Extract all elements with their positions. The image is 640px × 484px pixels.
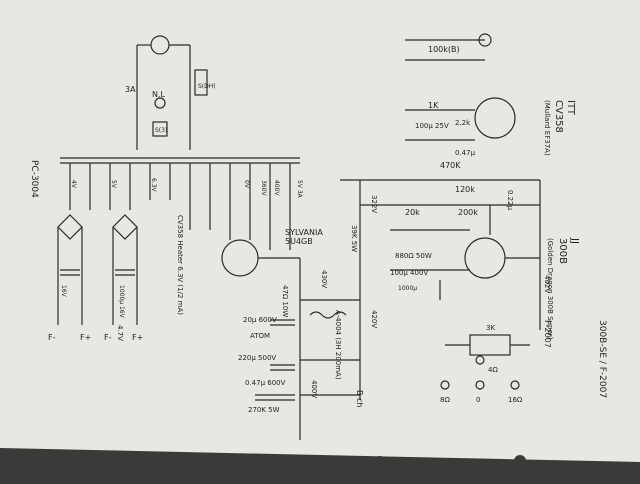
c1000u-label: 1000μ <box>398 285 417 292</box>
c1000-16-label: 1000μ 16V <box>118 285 125 319</box>
switch-label: S(DH) <box>198 83 216 90</box>
driver-tube-cv358-icon <box>474 97 516 139</box>
c047-label: 0.47μ <box>455 149 476 157</box>
v402-label: 402V <box>543 275 551 293</box>
r120k-label: 120k <box>455 185 475 194</box>
v1-name: ITT <box>565 100 576 116</box>
tap-5v3a: 5V 3A <box>296 180 303 199</box>
sp4-label: 4Ω <box>488 366 498 374</box>
v420-label: 420V <box>370 310 378 328</box>
v1-type: CV358 <box>553 100 564 133</box>
signature: 300B-SE / F-2007 <box>597 320 607 398</box>
switch2-label: S(3) <box>155 127 167 134</box>
sp8-label: 8Ω <box>440 396 450 404</box>
paper-title: PC-3004 <box>29 160 39 198</box>
f-plus-2: F+ <box>132 333 143 342</box>
terminal-icon <box>510 380 520 390</box>
f-minus-2: F- <box>104 333 112 342</box>
terminal-icon <box>440 380 450 390</box>
rect-tube-label: CV358 Heater 6.3V (1/2 mA) <box>176 215 184 315</box>
terminal-icon <box>475 380 485 390</box>
neon-label: N.L <box>152 90 166 99</box>
tap-400: 400V <box>273 180 280 196</box>
v322-label: 322V <box>370 195 378 213</box>
switch-icon <box>194 69 208 96</box>
v2-name: JJ <box>569 237 580 244</box>
v2-type: 300B <box>557 238 568 264</box>
tap-4v: 4V <box>70 180 77 189</box>
r47-label: 47Ω 10W <box>281 285 289 317</box>
c100u400-label: 100μ 400V <box>390 269 428 277</box>
tap-0: 0V <box>243 180 250 189</box>
c20u-label: 20μ 600V <box>243 316 277 324</box>
neon-lamp-icon <box>154 97 166 109</box>
v47-label: 4.7V <box>116 325 124 341</box>
terminal-icon <box>475 355 485 365</box>
cap-in-label: 100μ 25V <box>415 122 449 130</box>
v2-alt: (Golden Dragon 300B Super) <box>546 238 554 340</box>
bridge-rectifier-2 <box>112 214 138 240</box>
v430-label: 430V <box>320 270 328 288</box>
paper-sheet <box>0 0 640 462</box>
f-plus-1: F+ <box>80 333 91 342</box>
r100k-label: 100k(B) <box>428 45 460 54</box>
switch2-icon <box>152 121 168 137</box>
rect-type-label: 5U4GB <box>285 237 313 246</box>
atom-label: ATOM <box>250 332 270 340</box>
sp16-label: 16Ω <box>508 396 523 404</box>
bridge-rectifier-1 <box>57 214 83 240</box>
c022-label: 0.22μ <box>506 190 514 211</box>
bch-label: B ch <box>355 390 364 408</box>
fuse-label: 3A <box>125 85 136 94</box>
choke-icon <box>309 311 347 319</box>
r39k-label: 39K 5W <box>350 225 358 252</box>
c220-label: 220μ 500V <box>238 354 276 362</box>
tap-5v: 5V <box>110 180 117 189</box>
v16-label: 16V <box>60 285 67 298</box>
r1k-label: 1K <box>428 101 439 110</box>
f-minus-1: F- <box>48 333 56 342</box>
v1-alt: (Mullard EF37A) <box>543 100 551 156</box>
r20k-label: 20k <box>405 208 420 217</box>
tap-360: 360V <box>260 180 267 196</box>
r22k-label: 2.2k <box>455 119 471 127</box>
sylvania-label: SYLVANIA <box>285 228 323 237</box>
r3k-label: 3K <box>486 324 495 332</box>
choke-label: A-4004 (3H 200mA) <box>334 310 342 380</box>
v400-label: 400V <box>310 380 318 398</box>
r270k-label: 270K 5W <box>248 406 280 414</box>
tap-63: 6.3V <box>150 178 157 193</box>
c047-600-label: 0.47μ 600V <box>245 379 286 387</box>
r200k-label: 200k <box>458 208 478 217</box>
out-tr-label: F-2007 <box>543 320 552 348</box>
sp0-label: 0 <box>476 396 480 404</box>
label-group: 3A N.L S(DH) S(3) PC-3004 300B-SE / F-20… <box>29 45 607 414</box>
r470k-label: 470K <box>440 161 461 170</box>
r880-label: 880Ω 50W <box>395 252 432 260</box>
wiring <box>57 33 541 440</box>
binder-holes <box>44 449 526 468</box>
